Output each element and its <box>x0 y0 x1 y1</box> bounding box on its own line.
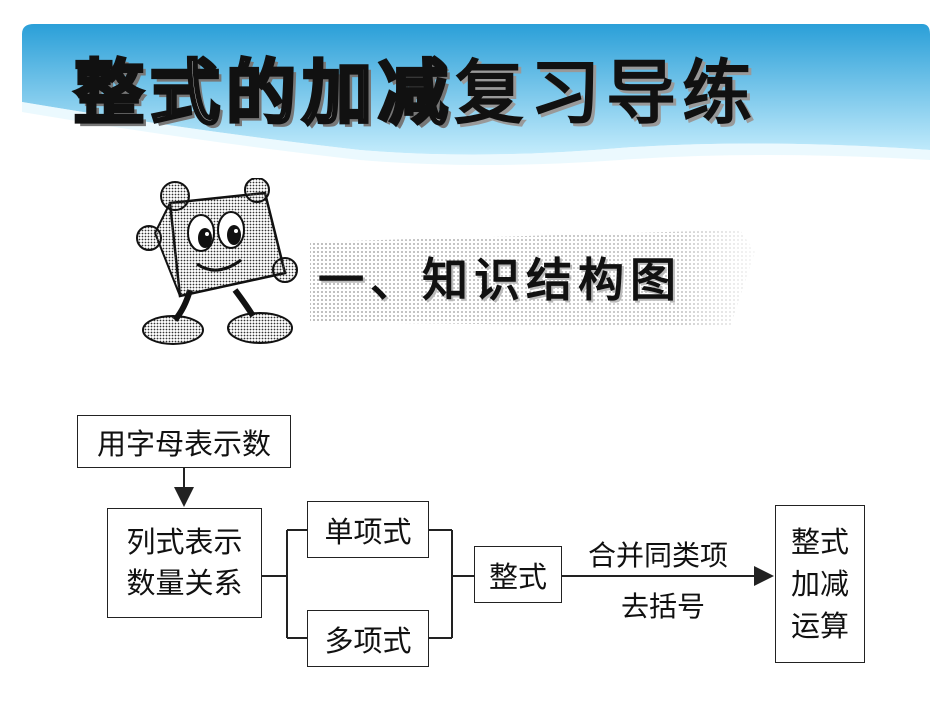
box-polynomial: 多项式 <box>307 610 429 667</box>
box-expressions-line2: 数量关系 <box>126 566 243 600</box>
box-letters-represent-numbers: 用字母表示数 <box>77 415 291 468</box>
box-integral-expression: 整式 <box>474 546 562 603</box>
section-heading: 一、知识结构图 <box>318 253 682 307</box>
slide-title: 整式的加减复习导练 <box>73 57 758 130</box>
box-letters-label: 用字母表示数 <box>96 426 271 461</box>
box-integral-label: 整式 <box>488 559 547 594</box>
slide-title-dark: 复习导练 <box>454 52 758 134</box>
box-addition-subtraction: 整式 加减 运算 <box>775 505 865 663</box>
box-monomial-label: 单项式 <box>324 514 412 549</box>
box-polynomial-label: 多项式 <box>324 623 412 658</box>
box-expressions-quantities: 列式表示 数量关系 <box>107 508 262 618</box>
slide-title-light: 整式的加减 <box>73 52 454 134</box>
box-result-line1: 整式 <box>790 524 849 559</box>
box-expressions-line1: 列式表示 <box>126 525 243 560</box>
arrow-label-combine-like-terms: 合并同类项 <box>588 539 729 572</box>
section-heading-background <box>300 222 770 332</box>
header-wave-banner <box>22 24 930 165</box>
box-result-line3: 运算 <box>790 609 849 644</box>
box-result-line2: 加减 <box>790 566 849 601</box>
arrow-label-remove-parentheses: 去括号 <box>621 590 706 623</box>
mascot-icon <box>136 178 298 345</box>
box-monomial: 单项式 <box>307 501 429 558</box>
